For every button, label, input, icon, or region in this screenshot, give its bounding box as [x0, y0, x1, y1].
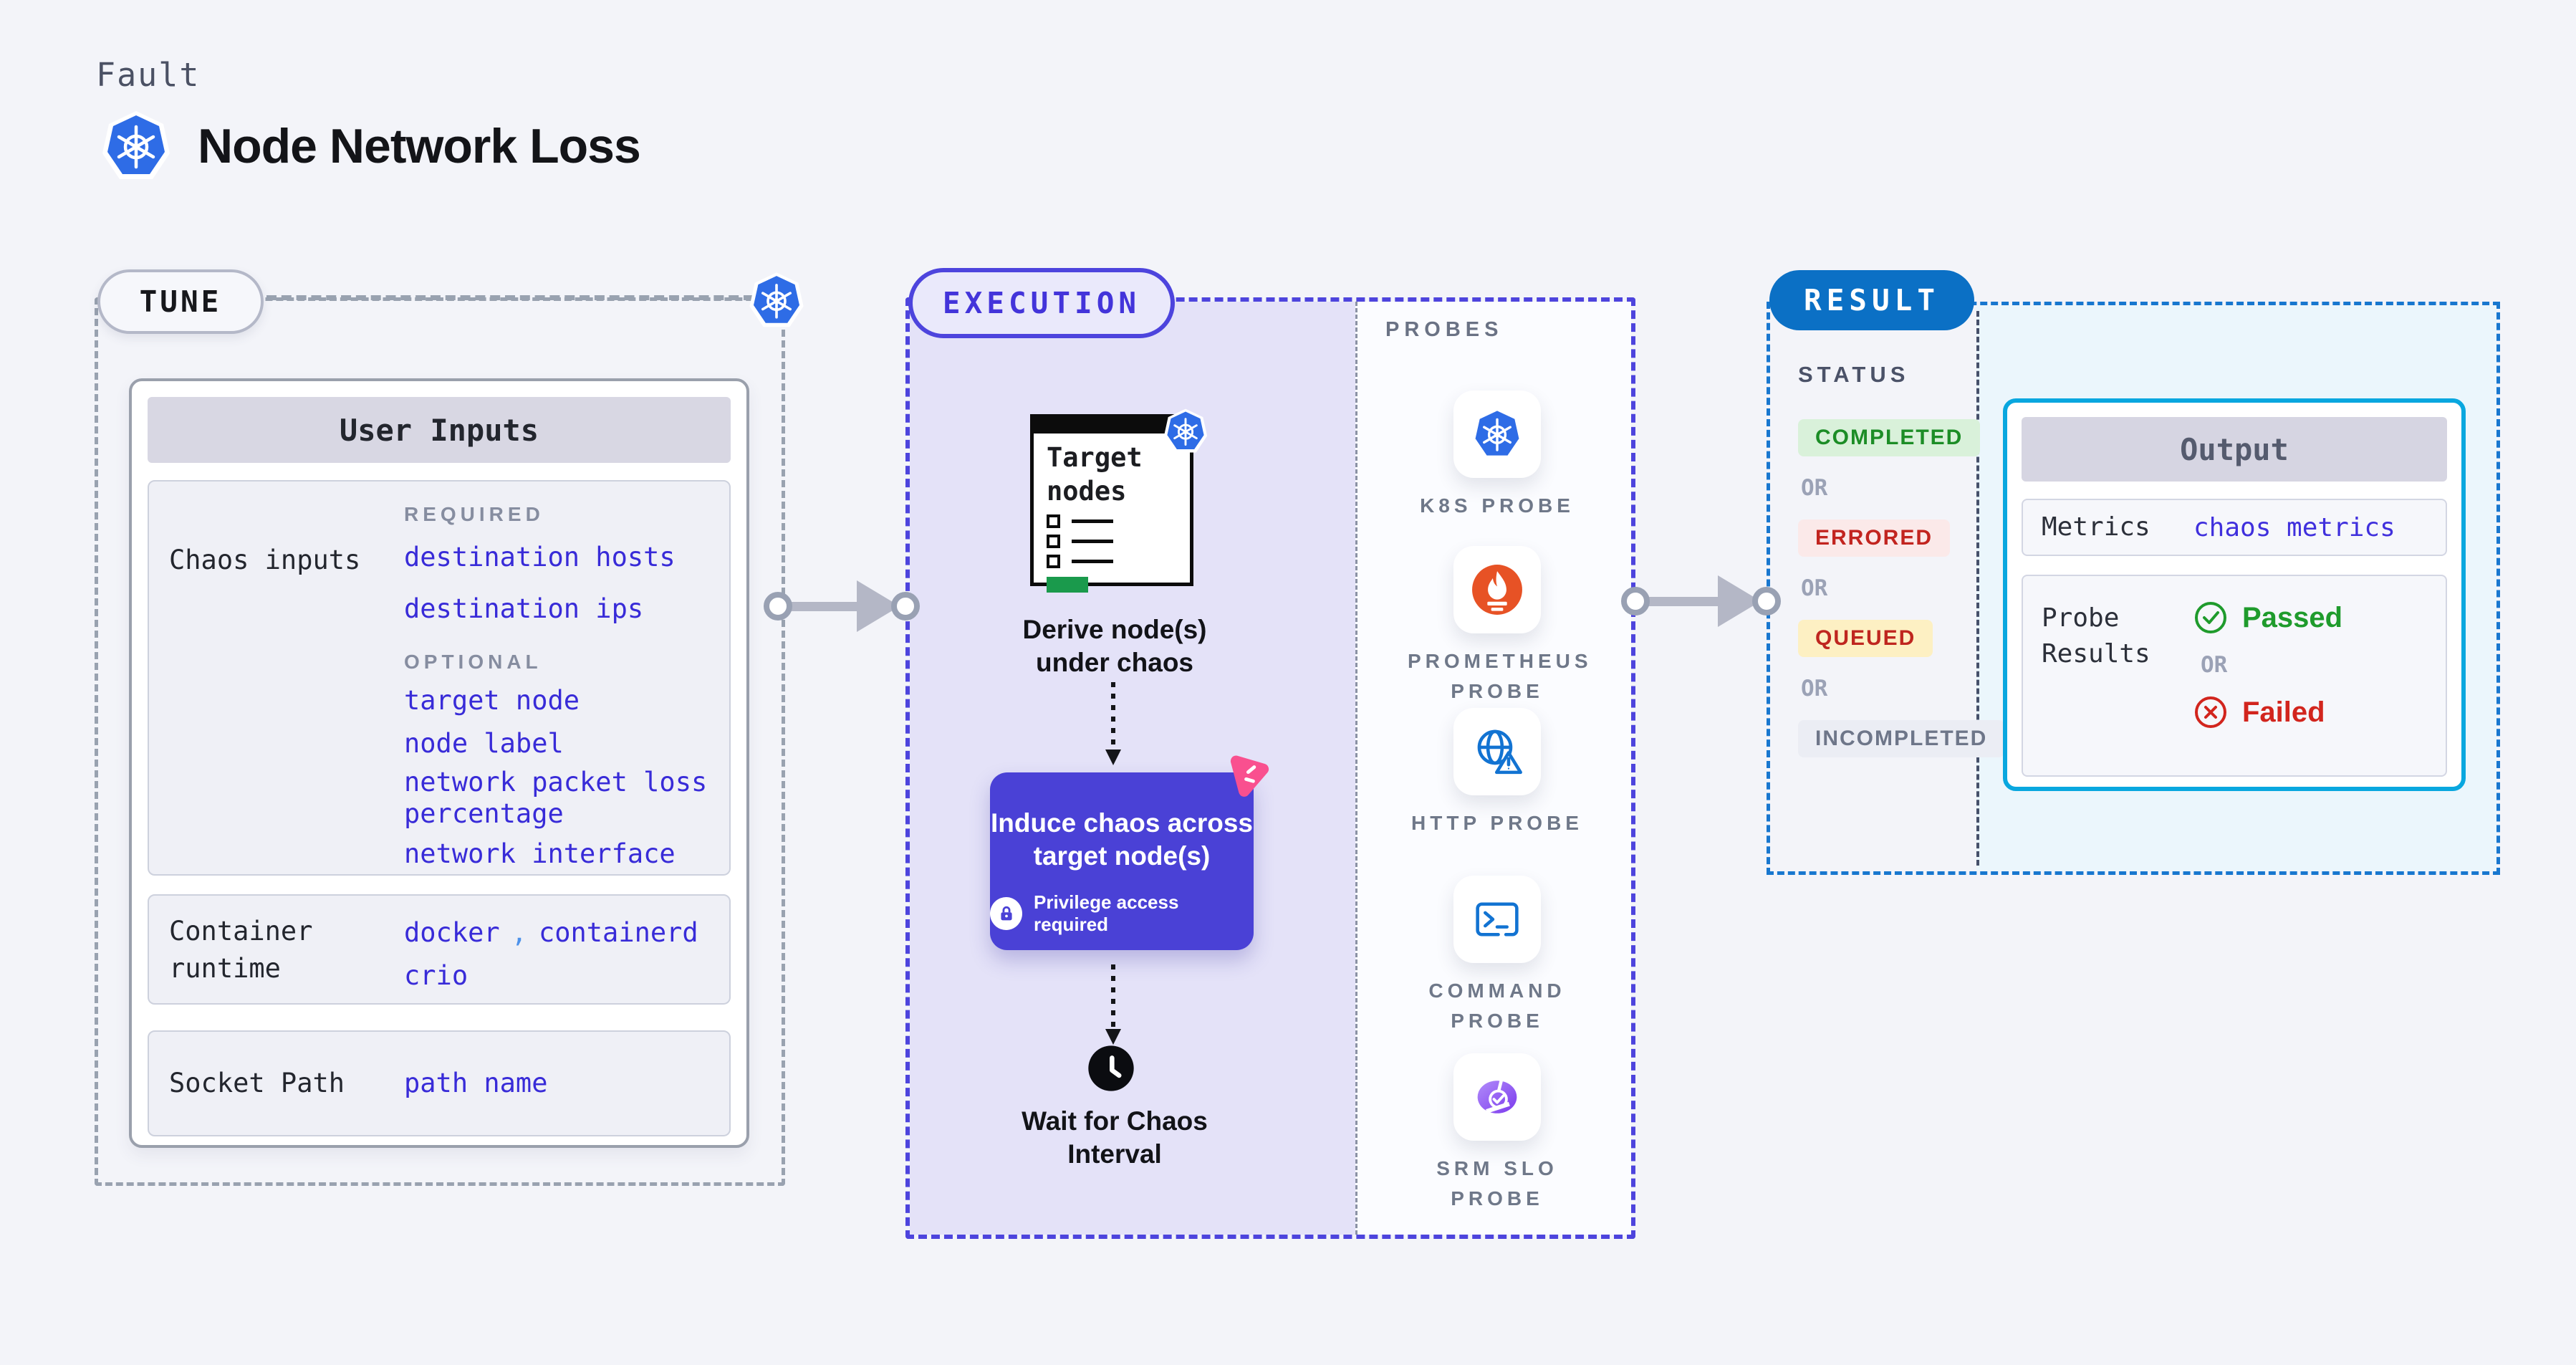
probe-item-k8s: K8S PROBE [1397, 391, 1597, 521]
probe-label: SRM SLO PROBE [1436, 1157, 1558, 1210]
link-destination-ips[interactable]: destination ips [404, 593, 644, 624]
chaos-litmus-icon [1230, 755, 1269, 797]
probe-results-label: Probe Results [2042, 603, 2150, 669]
probe-results-row: Probe Results Passed OR Failed [2022, 575, 2447, 777]
link-containerd[interactable]: containerd [538, 917, 698, 948]
node-checklist-item [1047, 535, 1177, 548]
link-separator: , [511, 917, 527, 948]
probe-item-srm-slo: SRM SLO PROBE [1397, 1053, 1597, 1214]
status-heading: STATUS [1798, 362, 1910, 387]
node-checklist-item [1047, 555, 1177, 568]
checkbox-icon [1047, 555, 1060, 568]
passed-result: Passed [2193, 600, 2342, 635]
prometheus-icon [1453, 546, 1541, 633]
probe-label: PROMETHEUS PROBE [1408, 650, 1592, 702]
kubernetes-icon [100, 109, 172, 183]
selected-node-bar [1047, 577, 1088, 593]
probes-heading: PROBES [1385, 318, 1504, 341]
execution-section-pill: EXECUTION [908, 268, 1175, 338]
output-card: Output Metrics chaos metrics Probe Resul… [2003, 398, 2466, 791]
status-badge-queued: QUEUED [1798, 620, 1933, 657]
link-chaos-metrics[interactable]: chaos metrics [2193, 512, 2395, 542]
link-network-interface[interactable]: network interface [404, 838, 676, 869]
probe-label: K8S PROBE [1420, 494, 1575, 517]
metrics-row: Metrics chaos metrics [2022, 499, 2447, 556]
probe-label: COMMAND PROBE [1428, 980, 1566, 1032]
node-checklist-item [1047, 514, 1177, 528]
target-nodes-card: Target nodes [1030, 408, 1208, 593]
wait-interval-caption: Wait for Chaos Interval [1022, 1106, 1208, 1169]
induce-chaos-card: Induce chaos across target node(s) Privi… [990, 755, 1269, 950]
link-target-node[interactable]: target node [404, 685, 580, 716]
clock-icon [1088, 1045, 1134, 1091]
probe-label: HTTP PROBE [1411, 812, 1583, 834]
check-circle-icon [2195, 602, 2226, 633]
socket-path-label: Socket Path [169, 1068, 345, 1098]
privilege-chip-label: Privilege access required [1034, 891, 1179, 935]
container-runtime-row: Container runtime docker , containerd cr… [148, 894, 731, 1005]
link-docker[interactable]: docker [404, 917, 500, 948]
failed-result: Failed [2193, 695, 2325, 729]
container-runtime-label: Container runtime [169, 916, 313, 984]
kubernetes-icon [748, 271, 805, 329]
or-separator: OR [1801, 475, 1828, 501]
flow-arrow-down-icon [1105, 682, 1121, 765]
http-globe-icon [1453, 708, 1541, 795]
status-badge-errored: ERRORED [1798, 519, 1951, 557]
checkbox-icon [1047, 535, 1060, 548]
required-heading: REQUIRED [404, 503, 544, 525]
socket-path-row: Socket Path path name [148, 1030, 731, 1136]
kubernetes-icon [1163, 408, 1208, 454]
optional-heading: OPTIONAL [404, 651, 542, 673]
probe-item-prometheus: PROMETHEUS PROBE [1397, 546, 1597, 707]
chaos-inputs-label: Chaos inputs [169, 545, 361, 575]
target-card-titlebar [1034, 418, 1190, 434]
checkbox-icon [1047, 514, 1060, 528]
link-node-label[interactable]: node label [404, 728, 564, 759]
metrics-label: Metrics [2042, 512, 2150, 542]
result-inner-divider [1976, 311, 1979, 866]
derive-nodes-caption: Derive node(s) under chaos [1022, 615, 1207, 677]
status-column: STATUS COMPLETED OR ERRORED OR QUEUED OR… [1798, 362, 2005, 757]
link-crio[interactable]: crio [404, 960, 468, 991]
probe-item-http: HTTP PROBE [1397, 708, 1597, 838]
passed-label: Passed [2242, 601, 2343, 633]
result-section-pill: RESULT [1769, 270, 1974, 330]
kubernetes-icon [1453, 391, 1541, 478]
page-header: Node Network Loss [100, 109, 641, 183]
chaos-inputs-row: Chaos inputs REQUIRED destination hosts … [148, 480, 731, 876]
user-inputs-title: User Inputs [148, 397, 731, 463]
user-inputs-card: User Inputs Chaos inputs REQUIRED destin… [129, 378, 749, 1148]
link-path-name[interactable]: path name [404, 1068, 548, 1098]
target-nodes-title: Target nodes [1047, 442, 1143, 507]
probe-item-command: COMMAND PROBE [1397, 876, 1597, 1036]
lock-icon [990, 897, 1023, 930]
or-separator: OR [1801, 575, 1828, 601]
page-title: Node Network Loss [198, 119, 641, 173]
or-separator: OR [2201, 652, 2228, 678]
induce-chaos-title: Induce chaos across target node(s) [990, 808, 1254, 871]
failed-label: Failed [2242, 696, 2325, 728]
tune-dashed-connector [266, 295, 754, 300]
privilege-chip: Privilege access required [990, 891, 1254, 936]
x-circle-icon [2195, 696, 2226, 728]
status-badge-incompleted: INCOMPLETED [1798, 720, 2005, 757]
tune-section-pill: TUNE [97, 269, 264, 334]
status-badge-completed: COMPLETED [1798, 419, 1981, 456]
link-destination-hosts[interactable]: destination hosts [404, 542, 676, 573]
output-title: Output [2022, 417, 2447, 482]
fault-kicker: Fault [96, 56, 201, 94]
or-separator: OR [1801, 676, 1828, 701]
terminal-icon [1453, 876, 1541, 963]
slo-gauge-icon [1453, 1053, 1541, 1141]
flow-arrow-down-icon [1105, 964, 1121, 1045]
link-network-packet-loss-percentage[interactable]: network packet loss percentage [404, 767, 708, 829]
